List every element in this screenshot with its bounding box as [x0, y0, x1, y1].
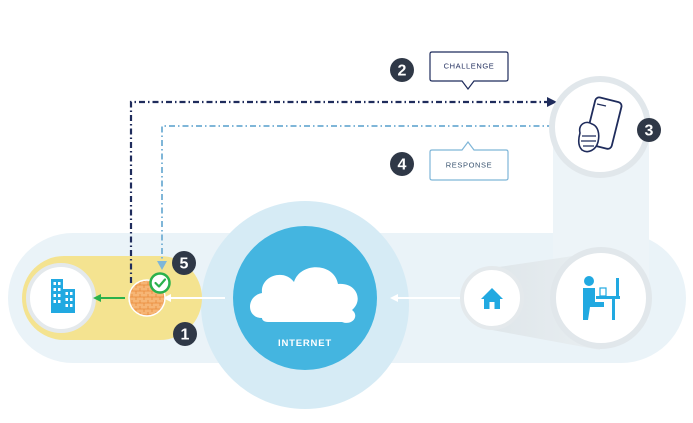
- internet-label: INTERNET: [278, 338, 332, 349]
- badge-challenge: [390, 58, 414, 82]
- response-callout: [429, 141, 509, 181]
- response-arrowhead: [157, 261, 167, 270]
- badge-verified: [172, 251, 196, 275]
- flow-arrow-firewall: [163, 294, 171, 302]
- challenge-callout: [429, 51, 509, 90]
- badge-challenge-number: 2: [398, 63, 407, 80]
- badge-device: [637, 118, 661, 142]
- flow-arrow-internet: [390, 294, 398, 302]
- badge-response: [390, 152, 414, 176]
- badge-response-number: 4: [398, 157, 407, 174]
- check-mark: [154, 278, 167, 288]
- challenge-arrowhead: [547, 97, 557, 107]
- badge-firewall: [173, 322, 197, 346]
- badge-verified-number: 5: [180, 256, 189, 273]
- home-icon: [481, 288, 503, 309]
- response-path: [161, 125, 553, 262]
- challenge-label: CHALLENGE: [444, 62, 495, 71]
- response-label: RESPONSE: [446, 161, 492, 170]
- office-building-icon: [51, 279, 75, 313]
- remote-worker-icon: [583, 276, 620, 320]
- challenge-path: [129, 100, 548, 283]
- flow-arrow-company: [93, 294, 101, 302]
- badge-device-number: 3: [645, 123, 654, 140]
- check-icon: [149, 272, 171, 294]
- badge-firewall-number: 1: [181, 327, 190, 344]
- cloud-icon: [250, 267, 358, 323]
- hand-icon: [577, 121, 600, 153]
